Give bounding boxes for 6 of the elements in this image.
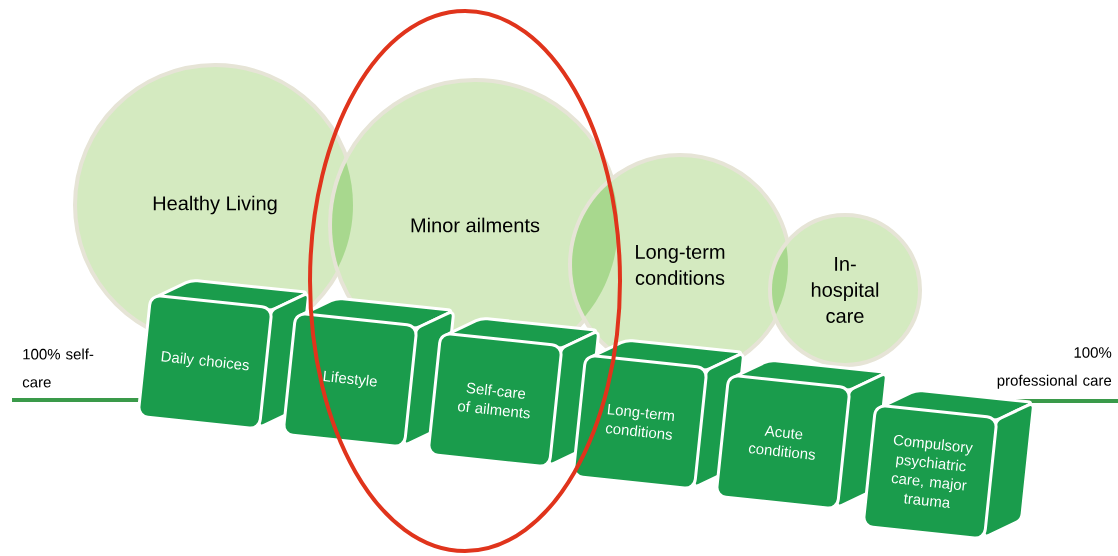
cube-block: Self-care of ailments [427, 317, 600, 468]
cube-block: Compulsory psychiatric care, major trauma [862, 389, 1035, 540]
cube-block: Acute conditions [715, 359, 888, 510]
scale-label: 100% professional care [997, 347, 1112, 389]
node-label: Compulsory psychiatric care, major trauma [891, 434, 973, 509]
scale-label: 100% self-care [22, 348, 94, 388]
